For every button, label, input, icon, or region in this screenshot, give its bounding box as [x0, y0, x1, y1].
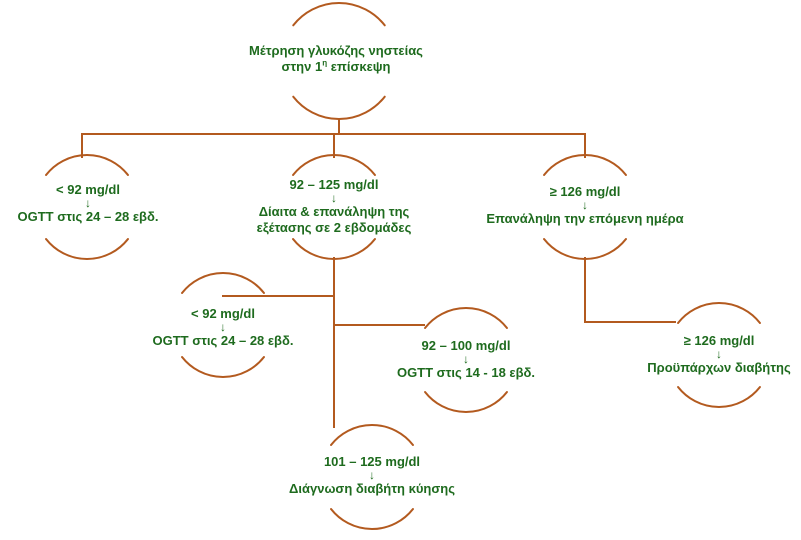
down-arrow-icon: ↓ [463, 352, 469, 366]
left-action: OGTT στις 24 – 28 εβδ. [17, 209, 159, 224]
node-left-label: < 92 mg/dl ↓ OGTT στις 24 – 28 εβδ. [18, 182, 159, 225]
middle-action-line2: εξέτασης σε 2 εβδομάδες [256, 220, 412, 235]
node-right-bottom-bottom-arc [677, 386, 761, 408]
node-middle-bottom-arc [292, 238, 376, 260]
node-right-bottom-label: ≥ 126 mg/dl ↓ Προϋπάρχων διαβήτης [647, 333, 790, 376]
down-arrow-icon: ↓ [369, 468, 375, 482]
node-middle-label: 92 – 125 mg/dl ↓ Δίαιτα & επανάληψη της … [257, 177, 412, 236]
node-mid-left-label: < 92 mg/dl ↓ OGTT στις 24 – 28 εβδ. [153, 306, 294, 349]
node-mid-left-bottom-arc [181, 356, 265, 378]
down-arrow-icon: ↓ [716, 347, 722, 361]
node-mid-bottom-top-arc [330, 424, 414, 446]
node-root-bottom-arc [292, 95, 386, 120]
root-line1: Μέτρηση γλυκόζης νηστείας [249, 43, 423, 58]
middle-action-line1: Δίαιτα & επανάληψη της [258, 204, 410, 219]
right-bottom-range: ≥ 126 mg/dl [683, 333, 755, 348]
node-mid-left-top-arc [181, 272, 265, 294]
mid-bottom-action: Διάγνωση διαβήτη κύησης [289, 481, 455, 496]
down-arrow-icon: ↓ [84, 196, 91, 210]
node-left-bottom-arc [45, 238, 129, 260]
right-bottom-action: Προϋπάρχων διαβήτης [647, 360, 791, 375]
node-mid-right-top-arc [424, 307, 508, 329]
down-arrow-icon: ↓ [219, 320, 226, 334]
node-mid-right-bottom-arc [424, 391, 508, 413]
superscript-eta: η [322, 58, 328, 68]
node-mid-right-label: 92 – 100 mg/dl ↓ OGTT στις 14 - 18 εβδ. [397, 338, 535, 381]
mid-left-action: OGTT στις 24 – 28 εβδ. [152, 333, 294, 348]
mid-right-action: OGTT στις 14 - 18 εβδ. [396, 365, 536, 380]
right-action: Επανάληψη την επόμενη ημέρα [486, 211, 684, 226]
node-root-label: Μέτρηση γλυκόζης νηστείας στην 1η επίσκε… [249, 43, 423, 75]
mid-bottom-range: 101 – 125 mg/dl [323, 454, 421, 469]
down-arrow-icon: ↓ [330, 191, 337, 205]
down-arrow-icon: ↓ [582, 198, 588, 212]
right-range: ≥ 126 mg/dl [549, 184, 621, 199]
node-mid-bottom-bottom-arc [330, 508, 414, 530]
connector-right-down [584, 257, 676, 323]
middle-range: 92 – 125 mg/dl [289, 177, 379, 192]
node-right-label: ≥ 126 mg/dl ↓ Επανάληψη την επόμενη ημέρ… [486, 184, 683, 227]
root-line2: στην 1η επίσκεψη [281, 58, 391, 74]
node-left-top-arc [45, 154, 129, 176]
mid-left-range: < 92 mg/dl [191, 306, 255, 321]
mid-right-range: 92 – 100 mg/dl [421, 338, 511, 353]
left-range: < 92 mg/dl [56, 182, 120, 197]
node-right-bottom-top-arc [677, 302, 761, 324]
node-mid-bottom-label: 101 – 125 mg/dl ↓ Διάγνωση διαβήτη κύηση… [289, 454, 455, 497]
node-root-top-arc [292, 2, 386, 27]
node-right-bottom-arc [543, 238, 627, 260]
